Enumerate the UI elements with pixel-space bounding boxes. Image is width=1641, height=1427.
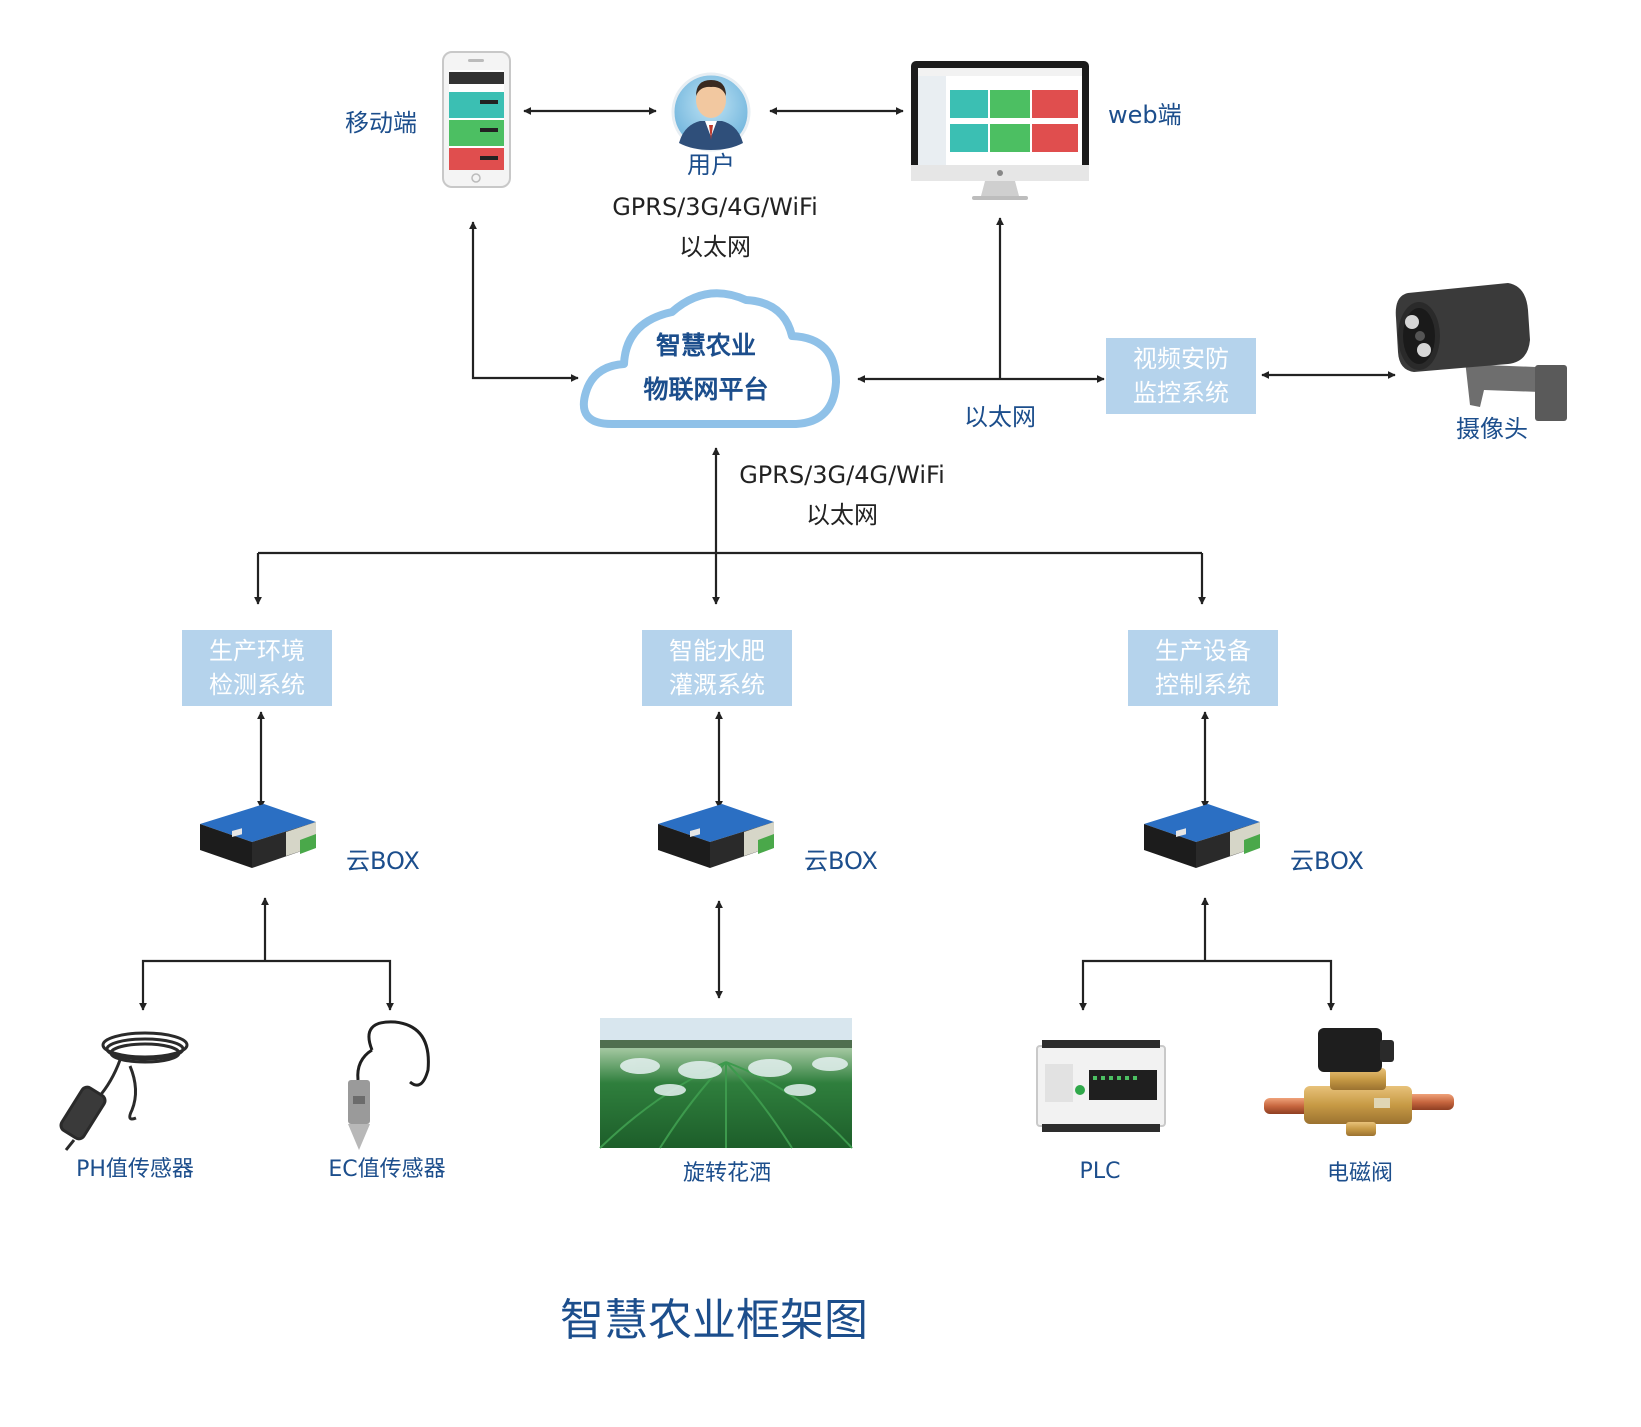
cloud-icon bbox=[579, 289, 840, 428]
ph-sensor-icon bbox=[59, 1031, 189, 1151]
cloud-box-icon-3 bbox=[1144, 804, 1260, 868]
arrow-box3-plc bbox=[1079, 959, 1205, 1011]
cloud-box-icon-1 bbox=[200, 804, 316, 868]
ph-sensor-label: PH值传感器 bbox=[76, 1157, 194, 1182]
user-avatar-icon bbox=[671, 72, 751, 152]
env-box-line2: 检测系统 bbox=[209, 671, 305, 699]
video-box-line1: 视频安防 bbox=[1133, 345, 1229, 373]
user-label: 用户 bbox=[687, 151, 735, 179]
cloud-box-label-3: 云BOX bbox=[1290, 847, 1364, 875]
cloud-box-label-2: 云BOX bbox=[804, 847, 878, 875]
env-box-line1: 生产环境 bbox=[209, 637, 305, 665]
cloud-box-label-1: 云BOX bbox=[346, 847, 420, 875]
plc-label: PLC bbox=[1079, 1159, 1121, 1184]
cloud-platform-line1: 智慧农业 bbox=[655, 331, 756, 360]
cloud-platform-line2: 物联网平台 bbox=[643, 375, 769, 404]
video-box-line2: 监控系统 bbox=[1133, 379, 1229, 407]
network-label-mid-2: 以太网 bbox=[806, 501, 878, 529]
network-label-mid: GPRS/3G/4G/WiFi bbox=[739, 461, 945, 489]
video-surveillance-box: 视频安防 监控系统 bbox=[1106, 338, 1256, 414]
phone-icon bbox=[442, 51, 511, 188]
irrigation-box-line1: 智能水肥 bbox=[669, 637, 765, 665]
connectors bbox=[139, 107, 1396, 1011]
plc-icon bbox=[1036, 1040, 1166, 1132]
equipment-control-box: 生产设备 控制系统 bbox=[1128, 630, 1278, 706]
network-label-top-2: 以太网 bbox=[679, 233, 751, 261]
sprinkler-label: 旋转花洒 bbox=[682, 1161, 771, 1186]
equipment-box-line1: 生产设备 bbox=[1155, 637, 1251, 665]
monitor-icon bbox=[911, 61, 1089, 200]
irrigation-box-line2: 灌溉系统 bbox=[669, 671, 765, 699]
web-label: web端 bbox=[1108, 101, 1182, 129]
cloud-box-icon bbox=[658, 804, 774, 868]
camera-icon bbox=[1395, 283, 1567, 421]
solenoid-valve-icon bbox=[1264, 1028, 1454, 1136]
env-monitoring-box: 生产环境 检测系统 bbox=[182, 630, 332, 706]
cloud-box-icon bbox=[1144, 804, 1260, 868]
equipment-box-line2: 控制系统 bbox=[1155, 671, 1251, 699]
arrow-box3-valve bbox=[1205, 959, 1335, 1011]
sprinkler-field-image bbox=[599, 1018, 853, 1149]
cloud-box-icon-2 bbox=[658, 804, 774, 868]
network-label-top: GPRS/3G/4G/WiFi bbox=[612, 193, 818, 221]
arrow-box1-ec bbox=[265, 959, 394, 1011]
diagram-title: 智慧农业框架图 bbox=[560, 1295, 868, 1346]
ethernet-label-right: 以太网 bbox=[964, 403, 1036, 431]
ec-sensor-icon bbox=[348, 1020, 430, 1150]
valve-label: 电磁阀 bbox=[1326, 1161, 1393, 1186]
arrow-cloud-mobile bbox=[469, 221, 579, 382]
mobile-label: 移动端 bbox=[345, 109, 417, 137]
ec-sensor-label: EC值传感器 bbox=[328, 1157, 446, 1182]
arrow-box1-ph bbox=[139, 959, 265, 1011]
cloud-box-icon bbox=[200, 804, 316, 868]
irrigation-box: 智能水肥 灌溉系统 bbox=[642, 630, 792, 706]
camera-label: 摄像头 bbox=[1456, 415, 1528, 443]
